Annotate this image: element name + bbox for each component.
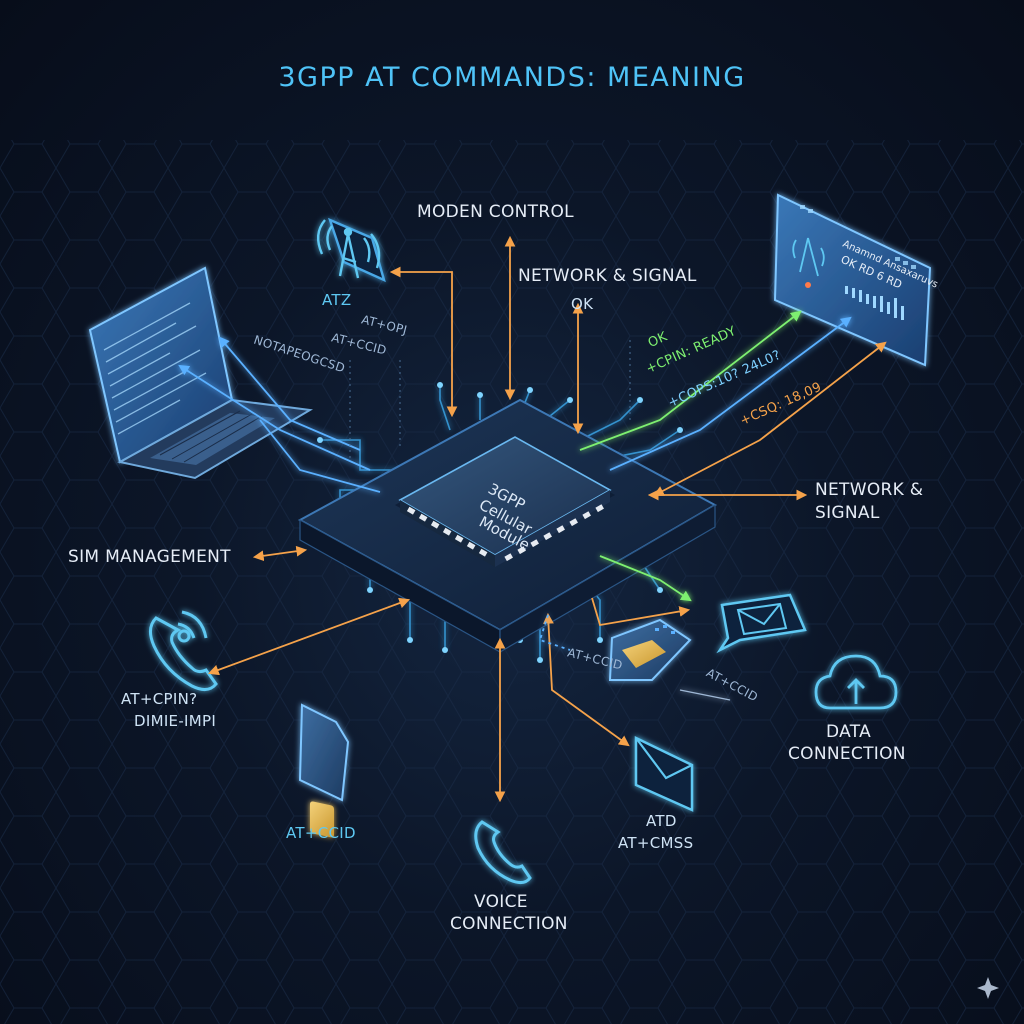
- cellular-module-chip: 3GPP Cellular Module: [395, 436, 615, 567]
- voice-connection-label-2: CONNECTION: [450, 914, 568, 934]
- message-icon: [716, 593, 807, 654]
- voice-phone-icon: [474, 820, 532, 885]
- sim-card-icon: [298, 703, 350, 838]
- orange-arrows: [207, 235, 887, 803]
- modem-control-label: MODEN CONTROL: [417, 202, 574, 222]
- green-arrows: [579, 310, 802, 602]
- page-title: 3GPP AT COMMANDS: MEANING: [278, 62, 746, 93]
- at-cpin-command: AT+CPIN?: [121, 690, 198, 708]
- at-cmss-command: AT+CMSS: [618, 834, 694, 852]
- envelope-icon: [634, 736, 694, 812]
- signal-bars: [845, 286, 904, 320]
- dotted-connectors: [349, 340, 631, 460]
- sim-management-label: SIM MANAGEMENT: [68, 547, 231, 567]
- cloud-upload-icon: [814, 654, 898, 710]
- voice-connection-label-1: VOICE: [474, 892, 528, 912]
- at-ccid-left-command: AT+CCID: [286, 824, 356, 842]
- network-signal-right-label-1: NETWORK &: [815, 480, 924, 500]
- antenna-icon: [317, 217, 386, 283]
- atz-command: ATZ: [322, 291, 352, 309]
- blue-arrows: [178, 316, 852, 701]
- ok-top-response: OK: [571, 295, 594, 313]
- network-signal-top-label: NETWORK & SIGNAL: [518, 266, 697, 286]
- data-connection-label-2: CONNECTION: [788, 744, 906, 764]
- atd-command: ATD: [646, 812, 677, 830]
- data-connection-label-1: DATA: [826, 722, 871, 742]
- dimie-impi-label: DIMIE-IMPI: [134, 712, 217, 730]
- laptop-icon: [88, 266, 314, 480]
- network-signal-right-label-2: SIGNAL: [815, 503, 880, 523]
- phone-icon: [149, 610, 218, 691]
- sparkle-icon: [977, 977, 999, 999]
